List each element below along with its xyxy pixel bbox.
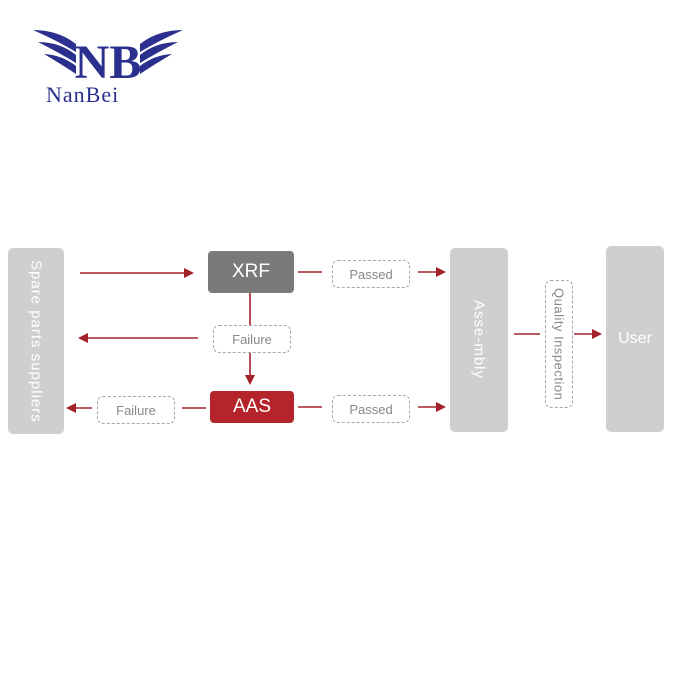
spare-parts-suppliers-box: Spare parts suppliers bbox=[8, 248, 64, 434]
spare-parts-suppliers-label: Spare parts suppliers bbox=[27, 259, 45, 423]
quality-inspection-label: Quality Inspection bbox=[545, 280, 573, 408]
passed-label-bottom: Passed bbox=[332, 395, 410, 423]
svg-text:NB: NB bbox=[75, 36, 142, 89]
passed-label-top: Passed bbox=[332, 260, 410, 288]
user-label: User bbox=[618, 330, 652, 347]
assembly-box: Asse-mbly bbox=[450, 248, 508, 432]
brand-name: NanBei bbox=[46, 82, 120, 107]
aas-node: AAS bbox=[210, 391, 294, 423]
xrf-node: XRF bbox=[208, 251, 294, 293]
wings-logo-icon: NB bbox=[33, 30, 183, 89]
failure-label-middle: Failure bbox=[213, 325, 291, 353]
failure-label-bottom: Failure bbox=[97, 396, 175, 424]
assembly-label: Asse-mbly bbox=[470, 300, 488, 380]
user-box: User bbox=[606, 246, 664, 432]
